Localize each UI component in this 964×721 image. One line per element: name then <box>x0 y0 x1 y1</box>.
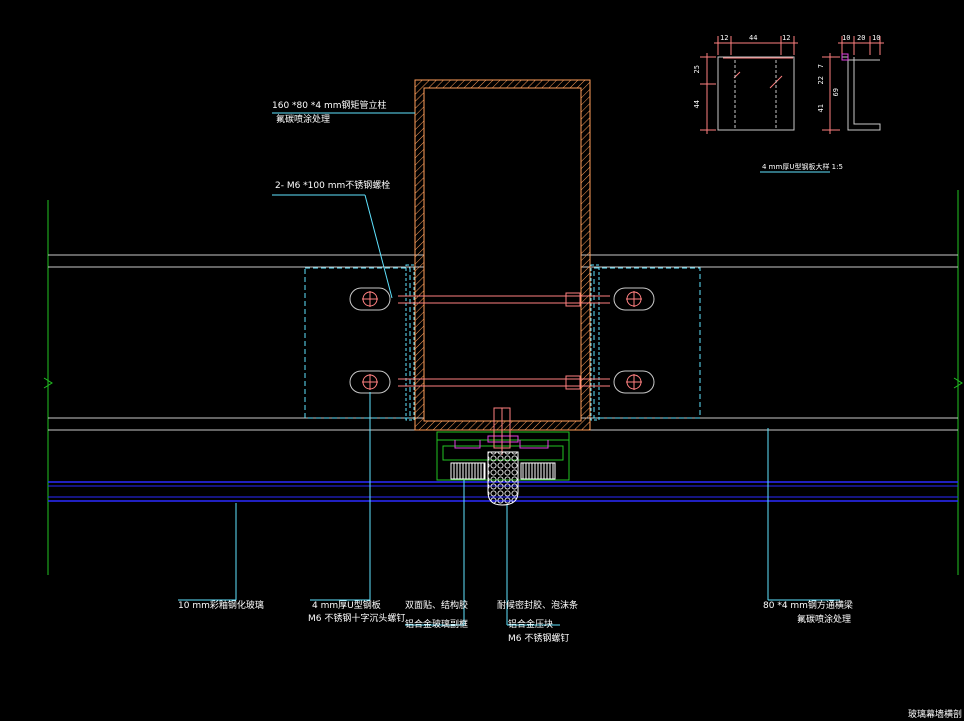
u-plates <box>405 264 600 421</box>
dim-rside-2: 22 <box>817 76 825 85</box>
clip-screw-label: M6 不锈钢十字沉头螺钉 <box>308 614 406 624</box>
pressure-plate-label: 铝合金压块 <box>508 620 554 630</box>
weather-seal-label: 耐候密封胶、泡沫条 <box>497 601 579 611</box>
pressure-screw-label: M6 不锈钢螺钉 <box>508 634 570 644</box>
dim-left-2: 44 <box>693 100 701 109</box>
bolt-spec-label: 2- M6 *100 mm不锈钢螺栓 <box>275 181 391 191</box>
clip-spec-label: 4 mm厚U型钢板 <box>312 601 381 611</box>
tape-seal-label: 双面贴、结构胶 <box>405 601 469 611</box>
dim-rside-4: 41 <box>817 104 825 113</box>
dim-rtop-2: 20 <box>857 34 866 42</box>
through-bolts <box>398 292 610 390</box>
u-plate-detail <box>700 36 884 173</box>
connector-plates <box>304 267 701 419</box>
guide-lines <box>43 190 963 575</box>
dim-top-3: 12 <box>782 34 791 42</box>
dim-rside-3: 69 <box>832 88 840 97</box>
dim-top-2: 44 <box>749 34 758 42</box>
glass-fixing-joint <box>436 407 570 506</box>
dim-top-1: 12 <box>720 34 729 42</box>
sheet-title: 玻璃幕墙横剖 <box>908 710 963 720</box>
steel-column <box>414 79 591 431</box>
dim-left-1: 25 <box>693 65 701 74</box>
beam-spec-label: 80 *4 mm钢方通横梁 <box>763 601 853 611</box>
glass-label: 10 mm彩釉钢化玻璃 <box>178 601 264 611</box>
dim-rtop-1: 10 <box>842 34 851 42</box>
dim-rtop-3: 10 <box>872 34 881 42</box>
column-spec-label: 160 *80 *4 mm钢矩管立柱 <box>272 101 387 111</box>
detail-caption: 4 mm厚U型钢板大样 1:5 <box>762 163 843 171</box>
beam-finish-label: 氟碳喷涂处理 <box>797 615 852 625</box>
dim-rside-1: 7 <box>817 64 825 69</box>
column-finish-label: 氟碳喷涂处理 <box>276 115 331 125</box>
alu-bracket-label: 铝合金玻璃副框 <box>405 620 469 630</box>
leader-lines <box>178 112 840 626</box>
slotted-holes <box>349 287 655 394</box>
